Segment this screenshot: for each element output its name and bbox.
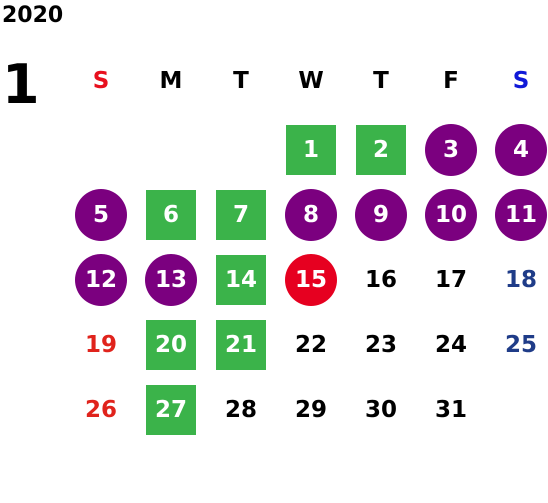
day-number: 21 bbox=[224, 332, 257, 358]
day-number: 24 bbox=[434, 332, 467, 358]
weekday-header: T bbox=[373, 68, 389, 94]
calendar-day[interactable]: 8 bbox=[276, 183, 346, 247]
calendar-day[interactable]: 30 bbox=[346, 378, 416, 442]
day-number: 29 bbox=[294, 397, 327, 423]
calendar-day[interactable]: 9 bbox=[346, 183, 416, 247]
calendar-day[interactable]: 12 bbox=[66, 248, 136, 312]
month-label: 1 bbox=[2, 53, 40, 116]
calendar-day[interactable]: 3 bbox=[416, 118, 486, 182]
day-number: 14 bbox=[224, 267, 257, 293]
calendar-day[interactable]: 6 bbox=[136, 183, 206, 247]
calendar-day[interactable]: 24 bbox=[416, 313, 486, 377]
day-number: 15 bbox=[294, 267, 327, 293]
calendar-day[interactable]: 21 bbox=[206, 313, 276, 377]
day-number: 1 bbox=[302, 137, 319, 163]
calendar-day[interactable]: 17 bbox=[416, 248, 486, 312]
calendar-day[interactable]: 16 bbox=[346, 248, 416, 312]
calendar-day[interactable]: 2 bbox=[346, 118, 416, 182]
day-number: 3 bbox=[442, 137, 459, 163]
day-number: 2 bbox=[372, 137, 389, 163]
day-number: 18 bbox=[504, 267, 537, 293]
day-number: 23 bbox=[364, 332, 397, 358]
calendar-day[interactable]: 22 bbox=[276, 313, 346, 377]
calendar-day[interactable]: 31 bbox=[416, 378, 486, 442]
day-number: 9 bbox=[372, 202, 389, 228]
day-number: 6 bbox=[162, 202, 179, 228]
calendar-day[interactable]: 18 bbox=[486, 248, 548, 312]
calendar-day[interactable]: 25 bbox=[486, 313, 548, 377]
weekday-header: S bbox=[512, 68, 530, 94]
calendar-day[interactable]: 15 bbox=[276, 248, 346, 312]
day-number: 11 bbox=[504, 202, 537, 228]
day-number: 10 bbox=[434, 202, 467, 228]
calendar-day[interactable]: 29 bbox=[276, 378, 346, 442]
calendar-day[interactable]: 19 bbox=[66, 313, 136, 377]
day-number: 8 bbox=[302, 202, 319, 228]
day-number: 17 bbox=[434, 267, 467, 293]
calendar-day[interactable]: 27 bbox=[136, 378, 206, 442]
day-number: 16 bbox=[364, 267, 397, 293]
day-number: 28 bbox=[224, 397, 257, 423]
weekday-header: F bbox=[443, 68, 459, 94]
calendar-day[interactable]: 5 bbox=[66, 183, 136, 247]
calendar-day[interactable]: 14 bbox=[206, 248, 276, 312]
day-number: 7 bbox=[232, 202, 249, 228]
weekday-header: M bbox=[159, 68, 183, 94]
day-number: 4 bbox=[512, 137, 529, 163]
day-number: 25 bbox=[504, 332, 537, 358]
calendar-day[interactable]: 4 bbox=[486, 118, 548, 182]
day-number: 12 bbox=[84, 267, 117, 293]
weekday-header: S bbox=[92, 68, 110, 94]
day-number: 22 bbox=[294, 332, 327, 358]
calendar-day[interactable]: 23 bbox=[346, 313, 416, 377]
day-number: 31 bbox=[434, 397, 467, 423]
calendar-day[interactable]: 11 bbox=[486, 183, 548, 247]
day-number: 26 bbox=[84, 397, 117, 423]
day-number: 30 bbox=[364, 397, 397, 423]
calendar-day[interactable]: 28 bbox=[206, 378, 276, 442]
calendar-day[interactable]: 10 bbox=[416, 183, 486, 247]
day-number: 27 bbox=[154, 397, 187, 423]
calendar-day[interactable]: 7 bbox=[206, 183, 276, 247]
day-number: 20 bbox=[154, 332, 187, 358]
calendar-day[interactable]: 20 bbox=[136, 313, 206, 377]
year-label: 2020 bbox=[2, 3, 64, 28]
day-number: 5 bbox=[92, 202, 109, 228]
day-number: 13 bbox=[154, 267, 187, 293]
day-number: 19 bbox=[84, 332, 117, 358]
weekday-header: T bbox=[233, 68, 249, 94]
calendar-day[interactable]: 13 bbox=[136, 248, 206, 312]
calendar-day[interactable]: 1 bbox=[276, 118, 346, 182]
weekday-header: W bbox=[298, 68, 324, 94]
calendar-day[interactable]: 26 bbox=[66, 378, 136, 442]
